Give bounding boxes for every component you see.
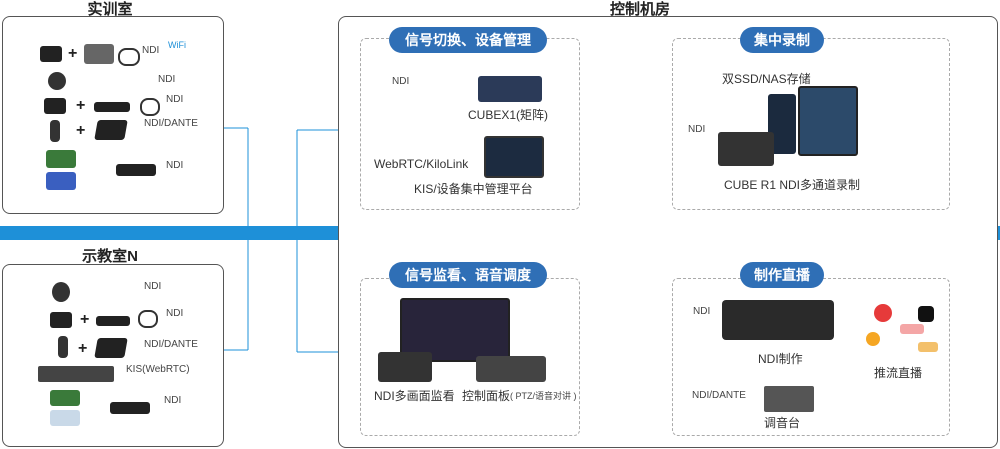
platform-logo-icon (918, 342, 938, 352)
headset-icon (138, 310, 158, 328)
plus-icon: + (80, 311, 90, 328)
label-ndi-1: NDI (142, 45, 160, 56)
kis-label: KIS/设备集中管理平台 (414, 182, 533, 196)
multiview-device-icon (378, 352, 432, 382)
plus-icon: + (68, 45, 78, 62)
audio-box-icon (94, 120, 128, 140)
panel-sub-label: ( PTZ/语音对讲 ) (510, 391, 577, 401)
video-screen-icon (50, 410, 80, 426)
cube-r1-label: CUBE R1 NDI多通道录制 (724, 178, 861, 192)
kis-monitor-icon (484, 136, 544, 178)
platform-logo-icon (874, 304, 892, 322)
classroom-title: 示教室N (82, 248, 138, 265)
tiktok-logo-icon (918, 306, 934, 322)
label-ndi-2: NDI (158, 74, 176, 85)
multiview-monitor-icon (400, 298, 510, 362)
cube-r1-device-icon (718, 132, 774, 166)
stream-label: 推流直播 (874, 366, 923, 380)
encoder-icon (94, 102, 130, 112)
cubex1-device-icon (478, 76, 542, 102)
label-ndi-dante-b: NDI/DANTE (144, 339, 198, 350)
panel-label: 控制面板 (462, 389, 511, 403)
cubex1-label: CUBEX1(矩阵) (468, 108, 549, 122)
ndi-make-label: NDI制作 (758, 352, 803, 366)
monitoring-pill: 信号监看、语音调度 (389, 262, 547, 288)
monitor-label: NDI多画面监看 (374, 389, 455, 403)
platform-logo-icon (900, 324, 924, 334)
control-panel-device-icon (476, 356, 546, 382)
encoder-icon (96, 316, 130, 326)
ptz-camera-icon (52, 282, 70, 302)
camcorder-icon-2 (44, 98, 66, 114)
label-ndi-dante: NDI/DANTE (144, 118, 198, 129)
plus-icon: + (76, 97, 86, 114)
audio-mixer-icon (764, 386, 814, 412)
ndi-switcher-icon (722, 300, 834, 340)
label-ndi-dante-live: NDI/DANTE (692, 390, 746, 401)
headset-icon (118, 48, 140, 66)
microphone-icon (58, 336, 68, 358)
label-ndi: NDI (392, 76, 410, 87)
plus-icon: + (76, 122, 86, 139)
label-ndi-b2: NDI (166, 308, 184, 319)
label-kis-webrtc: KIS(WebRTC) (126, 364, 190, 375)
camcorder-icon (50, 312, 72, 328)
camcorder-icon (40, 46, 62, 62)
pc-screen-icon (50, 390, 80, 406)
encoder-case-icon (84, 44, 114, 64)
storage-label: 双SSD/NAS存储 (722, 72, 811, 86)
live-pill: 制作直播 (740, 262, 824, 288)
ptz-camera-icon (48, 72, 66, 90)
control-room-title: 控制机房 (609, 1, 670, 18)
audio-box-icon (94, 338, 128, 358)
label-ndi-rec: NDI (688, 124, 706, 135)
encoder-icon-2 (110, 402, 150, 414)
label-ndi-3: NDI (166, 94, 184, 105)
monitor-icon (798, 86, 858, 156)
kuaishou-logo-icon (866, 332, 880, 346)
video-screen-icon (46, 172, 76, 190)
control-room-panel (338, 16, 998, 448)
headset-icon-2 (140, 98, 160, 116)
label-ndi-5: NDI (166, 160, 184, 171)
pc-screen-icon (46, 150, 76, 168)
encoder-icon-2 (116, 164, 156, 176)
webrtc-label: WebRTC/KiloLink (374, 157, 469, 171)
microphone-icon (50, 120, 60, 142)
label-ndi-b5: NDI (164, 395, 182, 406)
switching-pill: 信号切换、设备管理 (389, 27, 547, 53)
lab-title: 实训室 (87, 1, 133, 18)
plus-icon: + (78, 340, 88, 357)
mixer-label: 调音台 (764, 416, 801, 430)
label-ndi-b1: NDI (144, 281, 162, 292)
switcher-console-icon (38, 366, 114, 382)
label-ndi-live: NDI (693, 306, 711, 317)
wifi-label: WiFi (168, 40, 186, 50)
recording-pill: 集中录制 (740, 27, 824, 53)
